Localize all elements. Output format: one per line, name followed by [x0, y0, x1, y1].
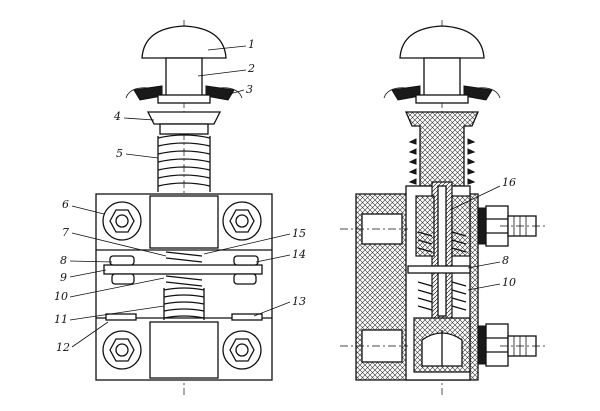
label-4: 4 [113, 110, 121, 123]
label-12: 12 [56, 341, 70, 354]
label-15: 15 [292, 227, 306, 240]
panel-right [205, 85, 235, 101]
section-terminal-lower [477, 323, 548, 367]
label-10: 10 [54, 290, 68, 303]
terminal-screw-top-left [102, 201, 142, 241]
spring-seat [146, 111, 222, 125]
left-leaders [69, 45, 291, 348]
terminal-screw-bottom-left [102, 330, 142, 370]
panel-cap-left [125, 87, 151, 99]
label-16: 16 [502, 176, 516, 189]
label-5: 5 [116, 147, 123, 160]
section-contact-plate [407, 265, 471, 274]
section-spring-coils [408, 138, 476, 185]
left-view [95, 20, 273, 395]
label-14: 14 [292, 248, 306, 261]
label-6: 6 [62, 198, 69, 211]
label-1: 1 [248, 38, 255, 51]
label-11: 11 [54, 313, 68, 326]
label-8-section: 8 [502, 254, 509, 267]
lower-spring [163, 287, 205, 320]
button-shaft [165, 57, 203, 97]
section-terminal-upper [477, 205, 548, 247]
terminal-screw-top-right [222, 201, 262, 241]
label-9: 9 [60, 271, 67, 284]
label-8: 8 [60, 254, 67, 267]
left-labels: 1 2 3 4 5 6 7 8 9 10 11 12 13 14 15 [54, 38, 306, 354]
label-7: 7 [62, 226, 69, 239]
contact-bridge [103, 264, 263, 275]
label-2: 2 [247, 62, 255, 75]
upper-spring [157, 134, 211, 192]
button-head [141, 25, 227, 59]
label-10-section: 10 [502, 276, 516, 289]
right-leaders [449, 185, 501, 291]
right-labels: 16 8 10 [502, 176, 516, 289]
label-3: 3 [246, 83, 253, 96]
plunger-section [405, 111, 479, 187]
terminal-screw-bottom-right [222, 330, 262, 370]
right-view [340, 20, 548, 395]
section-button-head [399, 25, 485, 59]
panel-cap-right [217, 87, 243, 99]
label-13: 13 [292, 295, 306, 308]
panel-nut [157, 94, 211, 104]
